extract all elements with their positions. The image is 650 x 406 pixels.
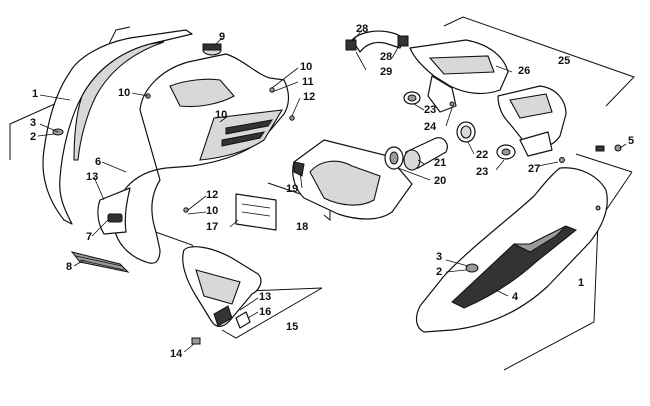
callout-4: 4 [512,291,519,303]
callout-25: 25 [558,55,570,67]
callout-26: 26 [518,65,530,77]
part-6-hood [97,53,295,264]
callout-12-a: 12 [303,91,315,103]
leader-lines [37,29,627,353]
callout-1-left: 1 [32,88,38,100]
callout-10-a: 10 [118,87,130,99]
part-5-fastener [595,144,622,152]
part-22-collar [456,121,476,143]
callout-18: 18 [296,221,308,233]
callout-13-b: 13 [259,291,271,303]
bracket-1-right [503,153,633,371]
callout-9: 9 [219,31,225,43]
part-23-ring-a [403,91,421,105]
part-19-seal [293,161,305,177]
part-21-duct [403,137,448,171]
part-18-intake-box [292,139,413,220]
part-20-ring [384,146,404,170]
callout-16: 16 [259,306,271,318]
part-28-clamp-a [345,39,357,51]
part-3-right-rivet [465,263,479,273]
part-14-fastener [191,337,201,345]
part-16-clip [235,311,251,329]
callout-5: 5 [628,135,634,147]
callout-10-b: 10 [300,61,312,73]
part-28-clamp-b [397,35,409,47]
callout-6: 6 [95,156,101,168]
part-8-grille [70,251,130,273]
callout-23-b: 23 [476,166,488,178]
callout-13-a: 13 [86,171,98,183]
part-17-shield [235,193,277,231]
callout-29: 29 [380,66,392,78]
part-23-ring-b [496,144,516,160]
callout-10-c: 10 [215,109,227,121]
part-25-right-duct [497,85,567,157]
callout-labels: 1 3 2 9 10 10 11 12 10 6 13 7 8 12 10 17… [30,23,634,360]
callout-21: 21 [434,157,446,169]
callout-15: 15 [286,321,298,333]
callout-3-left: 3 [30,117,36,129]
part-1-right-side-panel [415,167,608,333]
callout-7: 7 [86,231,92,243]
part-26-airbox [409,39,509,113]
part-1-left-side-panel [42,29,193,225]
callout-24: 24 [424,121,437,133]
part-29-hose [345,30,409,53]
callout-28-a: 28 [356,23,368,35]
callout-12-b: 12 [206,189,218,201]
callout-8: 8 [66,261,72,273]
part-15-lower-panel [182,246,262,345]
callout-10-d: 10 [206,205,218,217]
callout-11: 11 [302,76,314,88]
part-27-fastener [559,157,565,163]
bracket-15 [149,229,323,339]
bracket-18 [267,182,331,222]
bracket-25 [443,16,635,107]
callout-14: 14 [170,348,183,360]
callout-2-left: 2 [30,131,36,143]
callout-1-right: 1 [578,277,584,289]
callout-28-b: 28 [380,51,392,63]
callout-3-right: 3 [436,251,442,263]
part-7-emblem [107,213,123,223]
callout-20: 20 [434,175,446,187]
part-9-cap [202,43,222,56]
callout-2-right: 2 [436,266,442,278]
callout-17: 17 [206,221,218,233]
callout-23-a: 23 [424,104,436,116]
callout-22: 22 [476,149,488,161]
callout-27: 27 [528,163,540,175]
callout-19: 19 [286,183,298,195]
